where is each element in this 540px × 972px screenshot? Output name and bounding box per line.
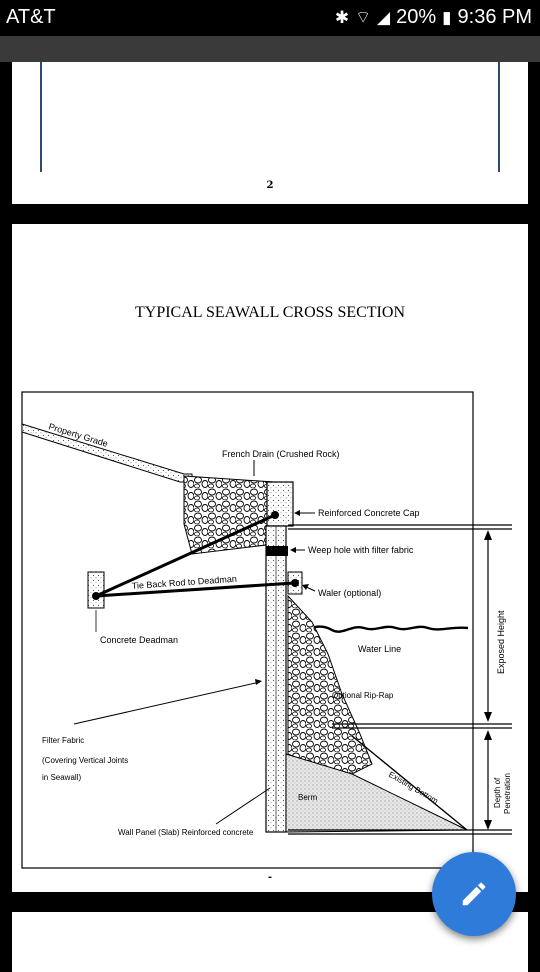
- arrow-head: [484, 712, 492, 722]
- tie-back-rod-lower: [95, 581, 295, 598]
- label-depth-of-penetration-1: Depth of: [493, 777, 502, 808]
- document-page: 2: [12, 62, 528, 204]
- pencil-icon: [462, 882, 486, 906]
- waler-bolt: [291, 579, 299, 587]
- label-filter-fabric-note: (Covering Vertical Joints: [42, 756, 128, 765]
- label-depth-of-penetration-2: Penetration: [503, 773, 512, 814]
- carrier-name: AT&T: [6, 6, 56, 28]
- label-wall-panel: Wall Panel (Slab) Reinforced concrete: [118, 828, 254, 837]
- existing-bottom-line: [351, 735, 468, 831]
- tie-back-rod-upper: [95, 513, 276, 598]
- status-icons: ✱ ⌔ ◢ 20% ▮ 9:36 PM: [335, 6, 532, 29]
- page-title: TYPICAL SEAWALL CROSS SECTION: [135, 304, 405, 321]
- label-filter-fabric-note: in Seawall): [42, 773, 81, 782]
- signal-icon: ◢: [377, 7, 391, 27]
- arrow-head: [255, 679, 262, 685]
- label-concrete-deadman: Concrete Deadman: [100, 635, 178, 645]
- clock: 9:36 PM: [457, 6, 532, 28]
- rip-rap: [287, 594, 373, 775]
- margin-line: [40, 62, 42, 172]
- document-page: TYPICAL SEAWALL CROSS SECTION: [12, 224, 528, 892]
- margin-line: [498, 62, 500, 172]
- seawall-diagram: Property Grade French Drain (Crushed Roc…: [21, 391, 512, 869]
- arrow-head: [484, 730, 492, 740]
- arrow-head: [290, 547, 296, 553]
- arrow-head: [294, 510, 300, 516]
- weep-hole: [266, 546, 288, 556]
- label-reinforced-cap: Reinforced Concrete Cap: [318, 508, 420, 518]
- arrow-head: [484, 820, 492, 830]
- wifi-icon: ⌔: [355, 8, 372, 27]
- label-water-line: Water Line: [358, 644, 401, 654]
- label-berm: Berm: [298, 793, 317, 802]
- concrete-deadman: [87, 571, 105, 609]
- label-waler: Waler (optional): [318, 588, 381, 598]
- label-filter-fabric: Filter Fabric: [42, 736, 84, 745]
- bluetooth-icon: ✱: [334, 7, 350, 27]
- leader-line: [73, 681, 261, 725]
- property-grade-surface: [21, 423, 193, 483]
- water-surface: [299, 625, 469, 635]
- battery-icon: ▮: [442, 7, 452, 27]
- edit-fab-button[interactable]: [432, 852, 516, 936]
- concrete-cap: [266, 481, 294, 527]
- status-bar: AT&T ✱ ⌔ ◢ 20% ▮ 9:36 PM: [0, 0, 540, 36]
- label-french-drain: French Drain (Crushed Rock): [222, 449, 340, 459]
- rod-anchor: [271, 511, 279, 519]
- label-exposed-height: Exposed Height: [496, 610, 506, 674]
- page-number: -: [267, 872, 273, 883]
- page-number: 2: [266, 180, 274, 191]
- diagram-frame: [21, 391, 474, 869]
- leader-line: [215, 787, 271, 825]
- arrow-head: [302, 584, 309, 590]
- arrow-head: [484, 530, 492, 540]
- battery-percent: 20%: [396, 6, 437, 28]
- label-rip-rap: Optional Rip-Rap: [332, 691, 394, 700]
- label-weep-hole: Weep hole with filter fabric: [308, 545, 414, 555]
- viewer-toolbar: [0, 36, 540, 62]
